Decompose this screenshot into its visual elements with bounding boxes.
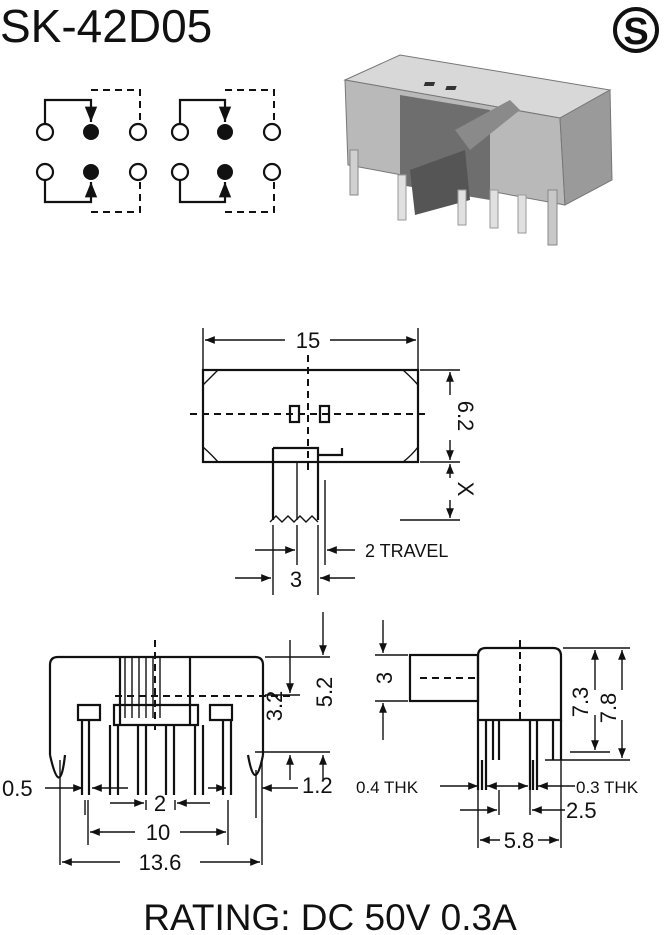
dim-7-8: 7.8 xyxy=(596,693,621,724)
part-number-title: SK-42D05 xyxy=(0,0,212,52)
pole-1 xyxy=(35,89,148,213)
dim-5-8: 5.8 xyxy=(504,828,535,853)
dim-x: X xyxy=(453,482,478,497)
dim-0-4-thk: 0.4 THK xyxy=(356,778,419,797)
dim-5-2: 5.2 xyxy=(312,677,337,708)
dim-width: 15 xyxy=(296,328,320,353)
product-photo xyxy=(343,54,613,246)
dim-2: 2 xyxy=(154,791,166,816)
dim-height: 6.2 xyxy=(453,401,478,432)
dim-0-5: 0.5 xyxy=(2,776,33,801)
dim-actuator-width: 3 xyxy=(290,567,302,592)
pole-2 xyxy=(170,89,282,213)
dim-0-3-thk: 0.3 THK xyxy=(576,778,639,797)
svg-text:S: S xyxy=(623,11,648,53)
dim-7-3: 7.3 xyxy=(568,687,593,718)
circuit-schematic xyxy=(35,89,282,213)
dim-13-6: 13.6 xyxy=(139,850,182,875)
dim-3-2: 3.2 xyxy=(262,691,287,722)
dim-3: 3 xyxy=(372,672,397,684)
dim-2-5: 2.5 xyxy=(566,798,597,823)
side-view: 3 7.3 7.8 0.4 THK 0.3 THK 2.5 5.8 xyxy=(356,620,639,853)
top-view: 15 6.2 X 2 TRAVEL 3 xyxy=(190,328,478,595)
front-view: 3.2 5.2 0.5 1.2 2 10 13.6 xyxy=(2,612,337,875)
brand-logo: S xyxy=(613,7,659,53)
dim-travel: 2 TRAVEL xyxy=(365,541,448,561)
dim-1-2: 1.2 xyxy=(302,773,333,798)
rating-label: RATING: DC 50V 0.3A xyxy=(143,897,517,935)
dim-10: 10 xyxy=(146,820,170,845)
